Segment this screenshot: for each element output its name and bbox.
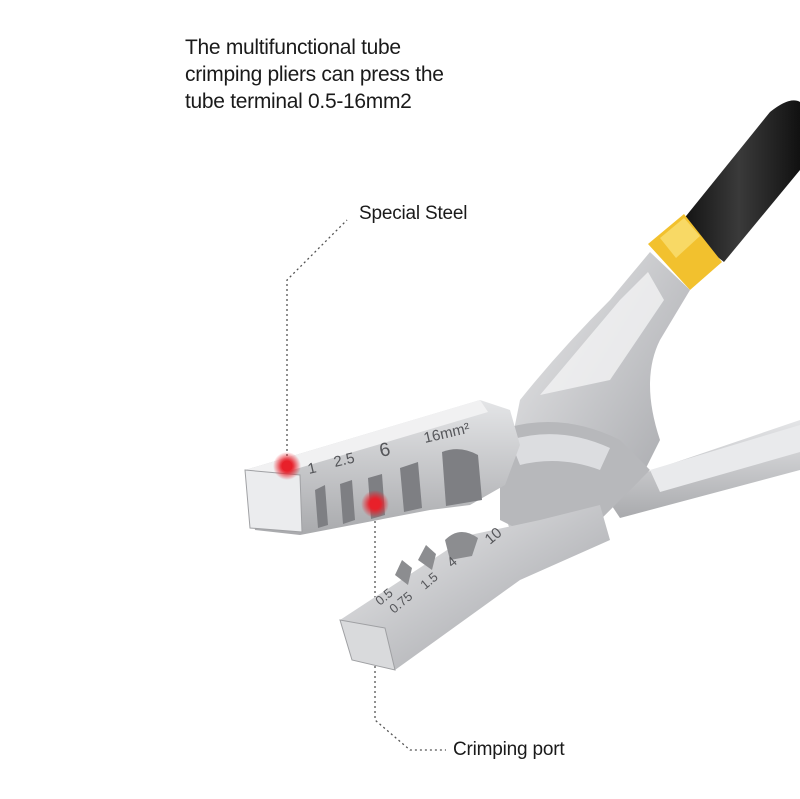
headline-line-3: tube terminal 0.5-16mm2 xyxy=(185,90,412,113)
marking-1: 1 xyxy=(306,459,318,477)
special-steel-label: Special Steel xyxy=(359,203,468,224)
lower-jaw xyxy=(339,505,610,671)
red-markers xyxy=(273,452,389,518)
crimping-port-label: Crimping port xyxy=(453,739,565,760)
lower-handle xyxy=(600,420,800,518)
headline-line-1: The multifunctional tube xyxy=(185,36,401,59)
upper-handle-grip xyxy=(648,100,800,290)
marking-6: 6 xyxy=(377,439,392,462)
upper-jaw-body xyxy=(500,252,690,560)
headline-line-2: crimping pliers can press the xyxy=(185,63,444,86)
special-steel-leader xyxy=(286,219,348,466)
headline: The multifunctional tube crimping pliers… xyxy=(185,34,515,115)
marking-2-5: 2.5 xyxy=(332,450,356,471)
